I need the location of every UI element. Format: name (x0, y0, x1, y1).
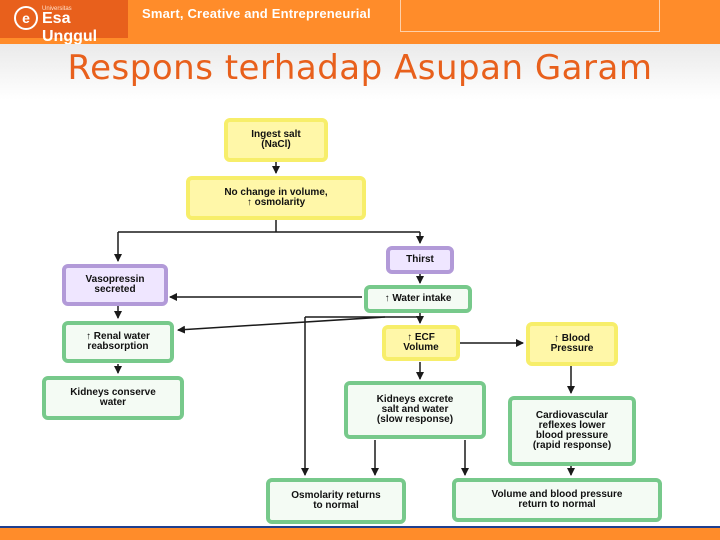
node-ingest-salt: Ingest salt (NaCl) (224, 118, 328, 162)
slide-title: Respons terhadap Asupan Garam (67, 48, 653, 88)
footer-line (0, 526, 720, 528)
logo-brand-text: Esa Unggul (42, 10, 98, 45)
node-renal-water: ↑ Renal water reabsorption (62, 321, 174, 363)
university-logo: e Universitas Esa Unggul (0, 0, 128, 45)
node-kidneys-excrete: Kidneys excrete salt and water (slow res… (344, 381, 486, 439)
logo-small-text: Universitas (42, 6, 72, 12)
node-ecf-volume: ↑ ECF Volume (382, 325, 460, 361)
node-kidneys-conserve: Kidneys conserve water (42, 376, 184, 420)
arrow-ecf-to-renal (177, 316, 386, 334)
node-osmolarity-normal: Osmolarity returns to normal (266, 478, 406, 524)
header-bar: e Universitas Esa Unggul Smart, Creative… (0, 0, 720, 45)
node-water-intake: ↑ Water intake (364, 285, 472, 313)
footer-bar (0, 528, 720, 540)
node-vasopressin: Vasopressin secreted (62, 264, 168, 306)
node-no-change: No change in volume, ↑ osmolarity (186, 176, 366, 220)
node-blood-pressure: ↑ Blood Pressure (526, 322, 618, 366)
title-band (0, 44, 720, 100)
header-decoration (400, 0, 660, 32)
node-cardiovascular: Cardiovascular reflexes lower blood pres… (508, 396, 636, 466)
node-volume-normal: Volume and blood pressure return to norm… (452, 478, 662, 522)
tagline: Smart, Creative and Entrepreneurial (142, 6, 371, 21)
university-seal-icon: e (14, 6, 38, 30)
node-thirst: Thirst (386, 246, 454, 274)
